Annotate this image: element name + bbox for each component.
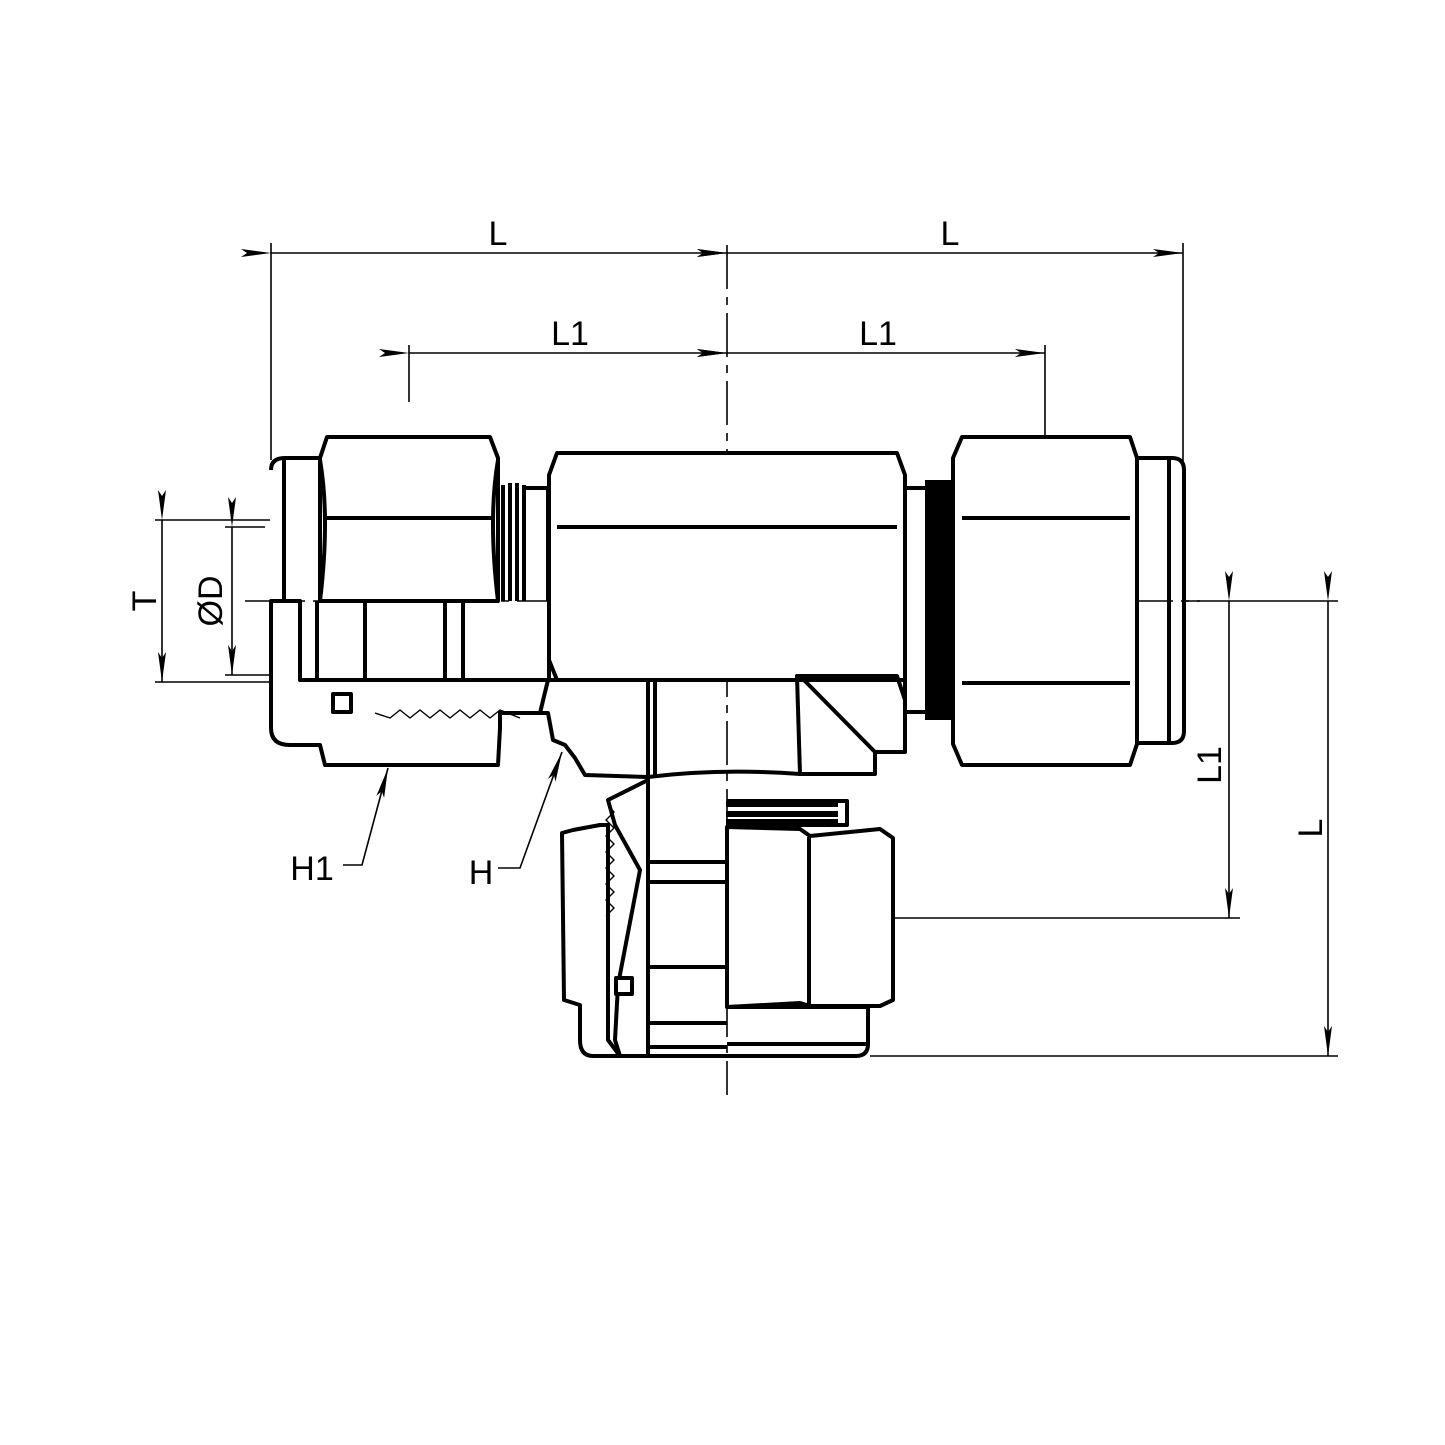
label-callout-H: H bbox=[469, 854, 494, 892]
label-left-T: T bbox=[126, 591, 164, 612]
dimension-top-L1 bbox=[379, 345, 1046, 478]
label-top-right-L: L bbox=[941, 215, 960, 253]
label-top-left-L: L bbox=[489, 215, 508, 253]
label-top-left-L1: L1 bbox=[551, 315, 589, 353]
label-right-L1: L1 bbox=[1191, 746, 1229, 784]
right-nut bbox=[903, 435, 1186, 767]
label-left-D: ØD bbox=[192, 576, 230, 627]
label-right-L: L bbox=[1292, 819, 1330, 838]
bottom-section bbox=[560, 777, 727, 1058]
left-nut bbox=[269, 435, 550, 603]
tee-body bbox=[547, 451, 907, 779]
dimension-top-L bbox=[241, 243, 1184, 470]
label-callout-H1: H1 bbox=[290, 850, 333, 888]
left-section bbox=[269, 599, 657, 779]
label-top-right-L1: L1 bbox=[859, 315, 897, 353]
left-thread bbox=[501, 483, 548, 601]
dimension-right-vertical bbox=[850, 571, 1338, 1057]
bottom-nut bbox=[725, 799, 895, 1058]
callout-H-leader bbox=[498, 751, 563, 869]
callout-H1-leader bbox=[343, 767, 389, 866]
dimension-left-T-D bbox=[155, 490, 300, 683]
